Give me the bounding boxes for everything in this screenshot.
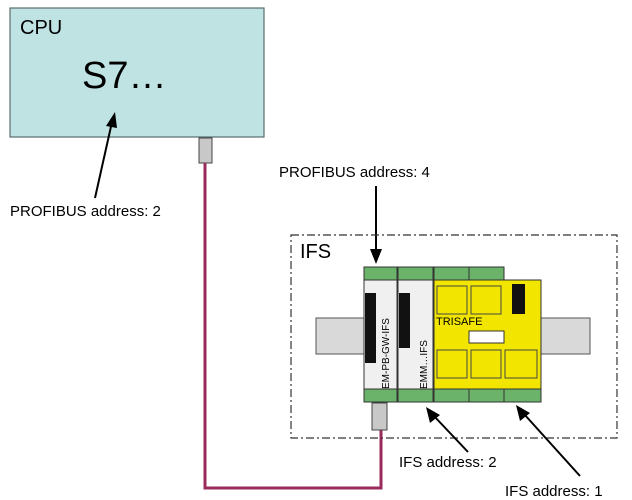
trisafe-bottom-terminal-1 <box>433 388 470 403</box>
cpu-title: CPU <box>20 17 62 39</box>
trisafe-bottom-slot-3 <box>504 349 538 379</box>
trisafe-bottom-slot-1 <box>436 349 468 379</box>
extension-port <box>399 293 410 348</box>
gateway-label: EM-PB-GW-IFS <box>381 318 392 389</box>
cpu-address-arrowhead <box>106 112 117 128</box>
trisafe-top-terminal-2 <box>468 266 505 281</box>
trisafe-slot-1 <box>436 285 468 315</box>
trisafe-bottom-terminal-2 <box>468 388 505 403</box>
gateway-top-terminal <box>363 266 398 281</box>
gateway-port <box>365 293 376 363</box>
din-rail-left <box>315 317 366 355</box>
ifs-profibus-label: PROFIBUS address: 4 <box>279 164 430 181</box>
extension-top-terminal <box>397 266 434 281</box>
trisafe-window <box>468 330 505 344</box>
trisafe-indicator <box>512 284 525 314</box>
ifs-title: IFS <box>300 241 331 263</box>
cpu-profibus-label: PROFIBUS address: 2 <box>10 203 161 220</box>
extension-bottom-terminal <box>397 388 434 403</box>
ifs1-arrowhead <box>516 405 530 421</box>
ifs1-label: IFS address: 1 <box>505 483 603 500</box>
extension-label: EMM…IFS <box>419 340 430 389</box>
din-rail-right <box>539 317 591 355</box>
trisafe-bottom-terminal-3 <box>503 388 542 403</box>
trisafe-slot-2 <box>470 285 502 315</box>
cpu-model: S7… <box>82 55 166 97</box>
gateway-bottom-terminal <box>363 388 398 403</box>
ifs2-arrow <box>432 414 469 453</box>
ifs-address-arrowhead <box>370 249 382 264</box>
cpu-address-arrow <box>94 121 113 199</box>
trisafe-bottom-slot-2 <box>470 349 502 379</box>
cpu-connector <box>198 137 213 164</box>
trisafe-top-terminal-1 <box>433 266 470 281</box>
cpu-box <box>9 7 265 138</box>
ifs2-arrowhead <box>426 407 440 423</box>
ifs2-label: IFS address: 2 <box>399 454 497 471</box>
gateway-connector <box>371 402 388 431</box>
ifs1-arrow <box>523 413 581 477</box>
profibus-cable <box>203 163 383 490</box>
trisafe-label: TRISAFE <box>436 316 482 328</box>
